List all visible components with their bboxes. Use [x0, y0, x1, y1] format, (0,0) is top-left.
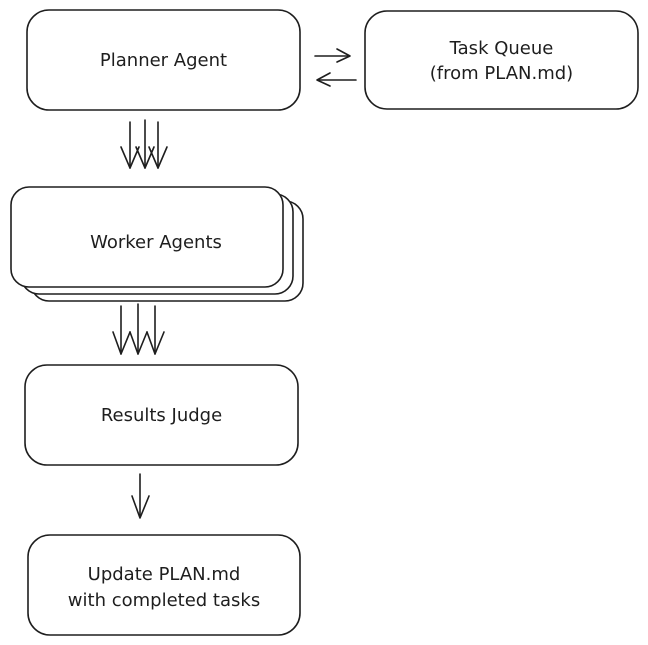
- results-judge-node: Results Judge: [24, 364, 299, 466]
- worker-agents-node: Worker Agents: [10, 186, 304, 302]
- judge-to-update-arrow: [131, 473, 150, 519]
- update-plan-node: Update PLAN.md with completed tasks: [27, 534, 301, 636]
- task-queue-source-label: (from PLAN.md): [430, 63, 573, 84]
- update-plan-detail-label: with completed tasks: [68, 590, 260, 611]
- task-queue-node: Task Queue (from PLAN.md): [364, 10, 639, 110]
- results-judge-label: Results Judge: [101, 405, 222, 426]
- update-plan-label: Update PLAN.md: [88, 564, 241, 585]
- task-queue-label: Task Queue: [449, 38, 554, 59]
- worker-agents-label: Worker Agents: [90, 232, 222, 253]
- planner-agent-node: Planner Agent: [26, 9, 301, 111]
- queue-to-planner-arrow: [316, 72, 357, 87]
- planner-agent-label: Planner Agent: [100, 50, 227, 71]
- planner-to-queue-arrow: [314, 48, 351, 63]
- workers-to-judge-arrows: [112, 303, 165, 355]
- planner-to-workers-arrows: [120, 119, 168, 169]
